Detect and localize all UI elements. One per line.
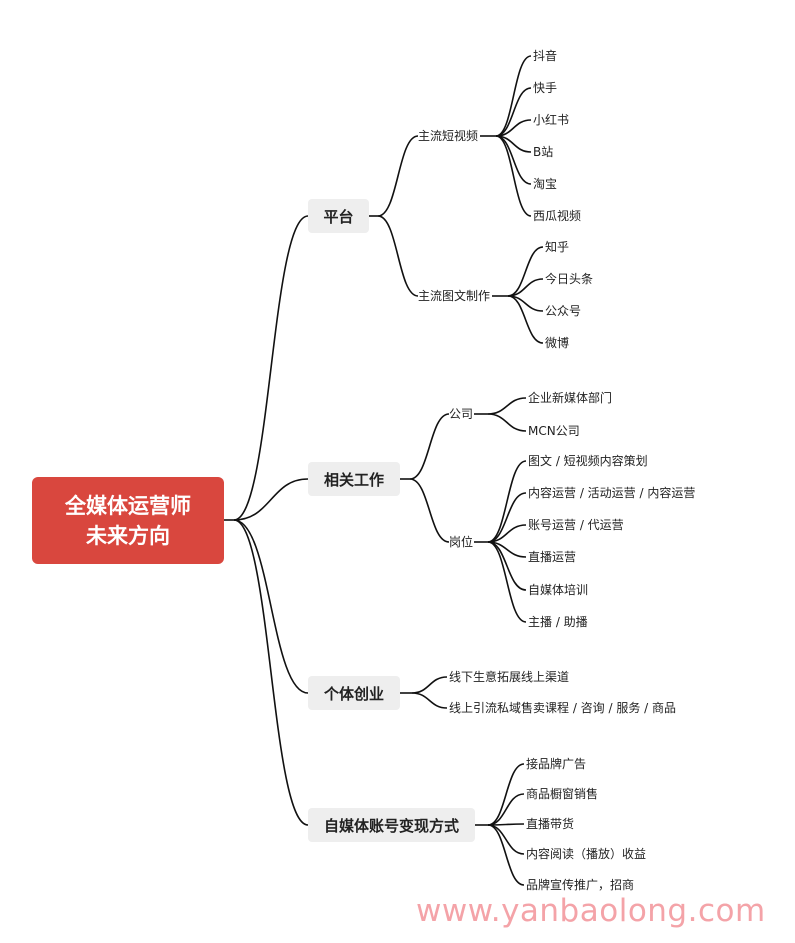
connector-work-position — [409, 478, 450, 543]
leaf-read-revenue[interactable]: 内容阅读（播放）收益 — [526, 847, 647, 861]
connector-shortvideo-1 — [495, 87, 532, 137]
connector-company-0 — [487, 397, 527, 415]
root-node[interactable]: 全媒体运营师 未来方向 — [32, 477, 224, 564]
connector-platform-shortvideo — [377, 135, 419, 217]
leaf-enterprise-media[interactable]: 企业新媒体部门 — [528, 391, 613, 405]
node-short-video[interactable]: 主流短视频 — [418, 129, 479, 143]
leaf-offline-online[interactable]: 线下生意拓展线上渠道 — [449, 670, 570, 684]
node-graphic-content[interactable]: 主流图文制作 — [418, 289, 491, 303]
node-position[interactable]: 岗位 — [449, 535, 474, 549]
connector-graphic-0 — [507, 246, 544, 297]
connector-graphic-3 — [507, 295, 544, 344]
connector-shortvideo-5 — [495, 135, 532, 217]
leaf-bilibili[interactable]: B站 — [533, 145, 554, 159]
connector-position-0 — [487, 460, 527, 543]
connector-monetize-1 — [487, 793, 525, 826]
leaf-mcn[interactable]: MCN公司 — [528, 424, 580, 438]
connector-platform-graphic — [377, 215, 419, 297]
connector-company-1 — [487, 413, 527, 432]
connector-work-company — [409, 413, 450, 480]
leaf-private-traffic[interactable]: 线上引流私域售卖课程 / 咨询 / 服务 / 商品 — [449, 701, 677, 715]
branch-related-work[interactable]: 相关工作 — [308, 462, 400, 496]
leaf-live-ops[interactable]: 直播运营 — [528, 550, 577, 564]
leaf-weibo[interactable]: 微博 — [545, 336, 570, 350]
leaf-media-training[interactable]: 自媒体培训 — [528, 583, 589, 597]
connector-position-5 — [487, 541, 527, 623]
leaf-taobao[interactable]: 淘宝 — [533, 177, 558, 191]
leaf-anchor[interactable]: 主播 / 助播 — [528, 615, 588, 629]
leaf-content-planning[interactable]: 图文 / 短视频内容策划 — [528, 454, 648, 468]
root-title-line1: 全媒体运营师 — [65, 493, 191, 518]
leaf-xiaohongshu[interactable]: 小红书 — [533, 113, 570, 127]
leaf-zhihu[interactable]: 知乎 — [545, 240, 570, 254]
connector-startup-1 — [411, 692, 448, 709]
leaf-xigua[interactable]: 西瓜视频 — [533, 209, 582, 223]
leaf-gongzhonghao[interactable]: 公众号 — [545, 304, 582, 318]
connector-monetize-4 — [487, 824, 525, 886]
branch-monetize[interactable]: 自媒体账号变现方式 — [308, 808, 475, 842]
leaf-live-commerce[interactable]: 直播带货 — [526, 817, 575, 831]
leaf-toutiao[interactable]: 今日头条 — [545, 272, 594, 286]
connector-monetize-3 — [487, 824, 525, 855]
leaf-content-ops[interactable]: 内容运营 / 活动运营 / 内容运营 — [528, 486, 696, 500]
node-company[interactable]: 公司 — [449, 407, 474, 421]
leaf-kuaishou[interactable]: 快手 — [533, 81, 558, 95]
leaf-douyin[interactable]: 抖音 — [533, 49, 558, 63]
leaf-showcase-sales[interactable]: 商品橱窗销售 — [526, 787, 599, 801]
leaf-account-ops[interactable]: 账号运营 / 代运营 — [528, 518, 624, 532]
leaf-brand-promotion[interactable]: 品牌宣传推广，招商 — [526, 878, 635, 892]
connector-position-1 — [487, 492, 527, 543]
leaf-brand-ads[interactable]: 接品牌广告 — [526, 757, 587, 771]
root-title-line2: 未来方向 — [86, 523, 170, 548]
connector-root-work — [233, 478, 309, 521]
connector-root-startup — [233, 519, 309, 694]
branch-platform[interactable]: 平台 — [308, 199, 369, 233]
connector-root-platform — [233, 215, 309, 521]
connector-startup-0 — [411, 676, 448, 694]
watermark-text: www.yanbaolong.com — [416, 893, 766, 929]
connector-shortvideo-0 — [495, 55, 532, 137]
branch-startup[interactable]: 个体创业 — [308, 676, 400, 710]
connector-root-monetize — [233, 519, 309, 826]
